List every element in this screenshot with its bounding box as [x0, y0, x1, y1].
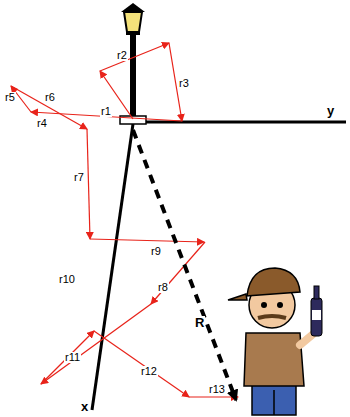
vector-label: r12 [140, 366, 158, 377]
drunk-man [228, 268, 322, 415]
vector-label: r6 [44, 92, 56, 103]
displacement-vectors [11, 43, 238, 397]
vector-label: R [194, 316, 205, 329]
vector-label: r5 [4, 92, 16, 103]
resultant-vector [133, 130, 236, 400]
vector-label: r10 [58, 274, 76, 285]
vector-label: r4 [36, 118, 48, 129]
vector-label: r3 [178, 78, 190, 89]
axis-label: y [326, 104, 335, 117]
vector-label: r2 [116, 50, 128, 61]
y-axis [133, 121, 346, 124]
vector-label: r8 [157, 282, 169, 293]
vector-label: r1 [100, 106, 112, 117]
axis-label: x [80, 400, 89, 413]
vector-label: r7 [73, 172, 85, 183]
vector-label: r13 [208, 384, 226, 395]
vector-label: r11 [64, 352, 81, 363]
vector-label: r9 [150, 246, 162, 257]
x-axis [92, 124, 133, 410]
